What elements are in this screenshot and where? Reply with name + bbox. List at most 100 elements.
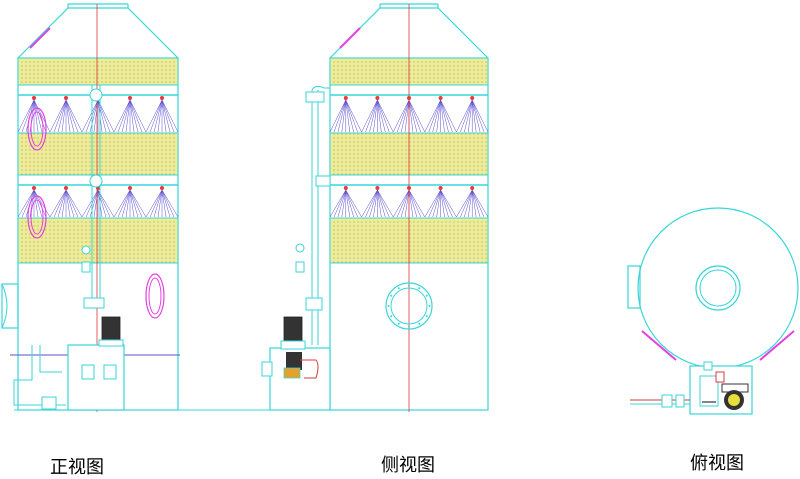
spray-line (17, 189, 35, 218)
top-access-mark-right (759, 330, 795, 361)
manhole-bolt (390, 294, 393, 297)
spray-line (345, 189, 350, 218)
front-pipe-flange-upper (89, 88, 103, 102)
spray-line (161, 99, 171, 133)
spray-line (117, 189, 131, 218)
spray-line (161, 189, 179, 218)
spray-line (456, 99, 473, 133)
spray-line (365, 99, 378, 133)
spray-line (17, 99, 35, 133)
manhole-bolt (425, 294, 428, 297)
spray-nozzle (375, 186, 380, 190)
spray-line (400, 189, 410, 218)
spray-line (121, 189, 131, 218)
spray-line (424, 99, 441, 133)
spray-line (129, 99, 143, 133)
spray-line (33, 189, 47, 218)
spray-line (129, 189, 147, 218)
spray-line (97, 99, 115, 133)
spray-line (81, 99, 99, 133)
spray-line (145, 189, 163, 218)
spray-line (408, 189, 422, 218)
spray-line (471, 99, 489, 133)
side-spray-set-lower (329, 186, 489, 218)
spray-line (129, 99, 135, 133)
spray-line (440, 189, 453, 218)
spray-line (157, 189, 163, 218)
spray-line (97, 99, 107, 133)
spray-line (369, 189, 378, 218)
spray-line (432, 99, 441, 133)
spray-line (471, 189, 477, 218)
manhole-bolt (397, 287, 400, 290)
side-view (261, 3, 489, 412)
spray-nozzle (438, 186, 443, 190)
spray-line (149, 99, 163, 133)
spray-line (21, 189, 35, 218)
spray-nozzle (470, 96, 475, 100)
spray-nozzle (32, 96, 36, 100)
spray-line (65, 189, 71, 218)
spray-line (408, 99, 414, 133)
spray-nozzle (438, 96, 443, 100)
front-pressure-gauge (81, 245, 91, 255)
spray-line (436, 189, 441, 218)
front-inlet-duct (1, 283, 19, 329)
spray-line (464, 189, 473, 218)
spray-line (33, 189, 51, 218)
spray-line (113, 189, 131, 218)
spray-line (440, 189, 449, 218)
side-pump-motor (283, 316, 303, 343)
front-hood (17, 7, 179, 59)
spray-line (432, 189, 441, 218)
spray-line (65, 99, 71, 133)
spray-line (121, 99, 131, 133)
spray-nozzle (470, 186, 475, 190)
spray-line (392, 99, 410, 133)
spray-line (161, 189, 167, 218)
top-view (627, 207, 799, 415)
spray-line (129, 189, 139, 218)
front-inspection-port-1 (27, 107, 47, 151)
manhole-bolt (428, 305, 431, 307)
spray-line (333, 189, 347, 218)
spray-line (345, 99, 362, 133)
front-pipe-flange-lower (89, 174, 103, 188)
spray-line (345, 189, 354, 218)
spray-line (345, 189, 362, 218)
front-view (1, 3, 270, 412)
spray-line (145, 99, 163, 133)
spray-line (329, 99, 347, 133)
spray-line (408, 99, 426, 133)
spray-line (345, 99, 350, 133)
spray-line (404, 99, 410, 133)
spray-nozzle (64, 96, 68, 100)
spray-line (33, 99, 43, 133)
spray-line (460, 189, 473, 218)
top-access-mark-left (641, 330, 677, 361)
spray-line (65, 189, 75, 218)
spray-line (65, 99, 83, 133)
spray-line (468, 99, 473, 133)
front-spray-set-upper (17, 96, 179, 133)
spray-line (464, 99, 473, 133)
spray-line (365, 189, 378, 218)
spray-line (49, 99, 67, 133)
front-view-label: 正视图 (50, 457, 104, 478)
spray-nozzle (32, 186, 36, 190)
spray-nozzle (160, 96, 164, 100)
spray-line (428, 99, 441, 133)
spray-line (97, 189, 107, 218)
side-access-mark (339, 27, 361, 49)
spray-line (377, 189, 382, 218)
side-manhole (385, 282, 433, 330)
spray-line (125, 99, 131, 133)
spray-line (392, 189, 410, 218)
side-view-label: 侧视图 (381, 455, 435, 476)
spray-line (337, 189, 347, 218)
spray-line (471, 99, 477, 133)
spray-line (149, 189, 163, 218)
spray-line (471, 99, 485, 133)
spray-line (396, 189, 410, 218)
